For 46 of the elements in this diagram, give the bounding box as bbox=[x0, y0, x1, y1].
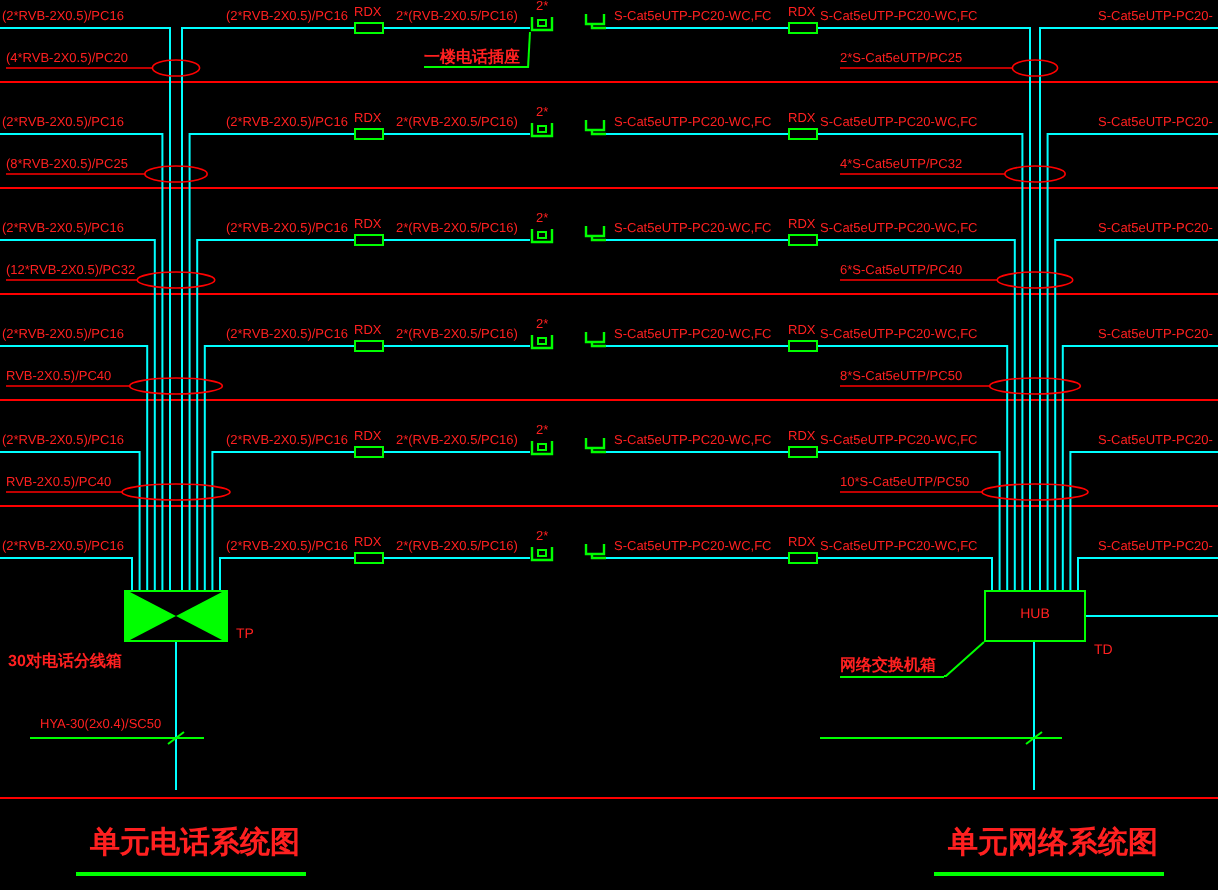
cable-line bbox=[605, 451, 789, 453]
cable-line bbox=[817, 451, 1001, 591]
cable-line bbox=[0, 239, 156, 591]
cable-line bbox=[817, 133, 1024, 591]
cable-line bbox=[1046, 133, 1218, 591]
section-heading: 单元电话系统图 bbox=[90, 826, 300, 862]
cable-line bbox=[196, 239, 355, 591]
cable-line bbox=[0, 133, 164, 591]
cable-line bbox=[219, 557, 355, 591]
cable-line bbox=[1061, 345, 1218, 591]
cable-line bbox=[817, 345, 1009, 591]
cable-line bbox=[0, 27, 171, 591]
note-text: 网络交换机箱 bbox=[840, 656, 944, 678]
cable-line bbox=[605, 27, 789, 29]
cable-line bbox=[188, 133, 355, 591]
cable-line bbox=[605, 557, 789, 559]
cable-line bbox=[605, 345, 789, 347]
cable-line bbox=[605, 239, 789, 241]
cable-line bbox=[1085, 615, 1218, 617]
cable-line bbox=[175, 641, 177, 791]
cable-line bbox=[817, 557, 993, 591]
note-text: 一楼电话插座 bbox=[424, 48, 528, 68]
cable-line bbox=[1039, 27, 1218, 591]
cable-line bbox=[383, 345, 531, 347]
cable-line bbox=[605, 133, 789, 135]
leader-line bbox=[527, 31, 531, 69]
section-heading: 单元网络系统图 bbox=[948, 826, 1158, 862]
cable-line bbox=[383, 557, 531, 559]
cable-line bbox=[383, 133, 531, 135]
cable-line bbox=[203, 345, 355, 591]
cable-line bbox=[181, 27, 355, 591]
note-text: 30对电话分线箱 bbox=[8, 652, 122, 670]
leader-line bbox=[943, 641, 985, 677]
cable-line bbox=[383, 27, 531, 29]
cable-line bbox=[1069, 451, 1218, 591]
cable-line bbox=[0, 345, 149, 591]
cable-line bbox=[817, 27, 1031, 591]
cable-line bbox=[383, 239, 531, 241]
cable-line bbox=[1033, 641, 1035, 791]
cable-line bbox=[817, 239, 1016, 591]
cable-line bbox=[211, 451, 355, 591]
cable-line bbox=[0, 451, 141, 591]
cable-line bbox=[383, 451, 531, 453]
cable-line bbox=[0, 557, 133, 591]
cable-line bbox=[1077, 557, 1218, 591]
cable-line bbox=[1054, 239, 1218, 591]
